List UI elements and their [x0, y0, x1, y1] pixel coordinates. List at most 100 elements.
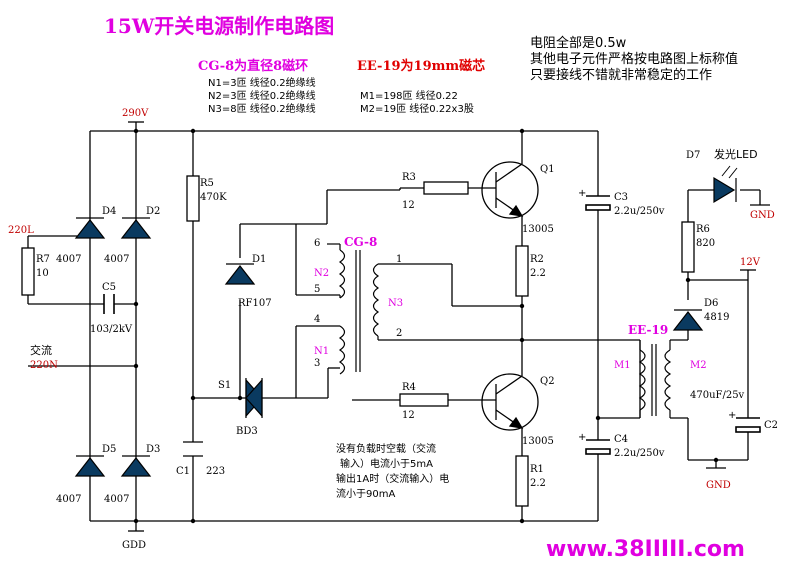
d3-value: 4007	[104, 494, 129, 505]
svg-text:+: +	[578, 432, 586, 443]
cg8-n2: N2	[314, 268, 329, 279]
cg8-pin1: 1	[396, 254, 402, 265]
c2-value: 470uF/25v	[690, 390, 745, 401]
cg8-pin6: 6	[314, 238, 320, 249]
c5-name: C5	[102, 282, 116, 293]
c1-name: C1	[176, 466, 190, 477]
d7-value: 发光LED	[714, 147, 758, 161]
remark-line-2: 输入）电流小于5mA	[340, 457, 433, 470]
r7-name: R7	[36, 254, 50, 265]
r4-value: 12	[402, 410, 415, 421]
r2-name: R2	[530, 254, 544, 265]
note-line-3: 只要接线不错就非常稳定的工作	[530, 67, 712, 83]
diode-d2	[120, 219, 152, 239]
diode-d7	[713, 176, 736, 204]
c3-value: 2.2u/250v	[614, 206, 665, 217]
r4-name: R4	[402, 382, 416, 393]
note-line-2: 其他电子元件严格按电路图上标称值	[530, 51, 738, 67]
rail-12v: 12V	[740, 257, 761, 268]
cg8-spec-heading: CG-8为直径8磁环	[198, 58, 308, 74]
d3-name: D3	[146, 444, 160, 455]
q2-value: 13005	[522, 436, 554, 447]
ee19-transformer	[638, 340, 672, 418]
d6-name: D6	[704, 298, 718, 309]
input-l-label: 220L	[8, 225, 34, 236]
diode-d1	[224, 265, 256, 285]
r6-value: 820	[696, 238, 715, 249]
d5-value: 4007	[56, 494, 81, 505]
rectifier-diodes	[74, 176, 737, 477]
r1-value: 2.2	[530, 478, 546, 489]
c3-name: C3	[614, 192, 628, 203]
diagram-title: 15W开关电源制作电路图	[104, 14, 334, 38]
diac-bd3	[245, 378, 263, 418]
s1-name: S1	[218, 380, 231, 391]
d6-value: 4819	[704, 312, 729, 323]
d4-name: D4	[102, 206, 116, 217]
ee19-m1: M1	[614, 360, 631, 371]
cg8-spec-n3: N3=8匝 线径0.2绝缘线	[208, 102, 316, 115]
r1-name: R1	[530, 464, 544, 475]
ee19-m2: M2	[690, 360, 707, 371]
q2-name: Q2	[540, 376, 555, 387]
bd3-name: BD3	[236, 426, 258, 437]
input-ac-label: 交流	[30, 343, 52, 357]
wires	[27, 121, 770, 532]
note-line-1: 电阻全部是0.5w	[530, 35, 627, 51]
cg8-pin4: 4	[314, 314, 320, 325]
remark-line-1: 没有负载时空载（交流	[336, 442, 436, 455]
rail-gdd: GDD	[122, 540, 146, 551]
r2-value: 2.2	[530, 268, 546, 279]
led-arrows	[721, 165, 738, 179]
r5-value: 470K	[200, 192, 227, 203]
resistor-r6	[681, 221, 695, 273]
rail-290v: 290V	[122, 108, 149, 119]
gnd-led: GND	[750, 210, 775, 221]
diode-d6	[672, 311, 704, 331]
r7-value: 10	[36, 268, 49, 279]
d1-value: RF107	[238, 298, 272, 309]
q1-name: Q1	[540, 164, 555, 175]
cg8-spec-n2: N2=3匝 线径0.2绝缘线	[208, 89, 316, 102]
resistors	[21, 175, 695, 507]
diode-d5	[74, 457, 106, 477]
cg8-n3: N3	[388, 298, 403, 309]
remark-line-4: 流小于90mA	[336, 487, 395, 500]
r3-name: R3	[402, 172, 416, 183]
transistor-q2	[481, 373, 539, 431]
ee19-spec-heading: EE-19为19mm磁芯	[357, 58, 485, 74]
resistor-r5	[186, 175, 200, 222]
cg8-name: CG-8	[344, 235, 377, 249]
r3-value: 12	[402, 200, 415, 211]
ee19-spec-m1: M1=198匝 线径0.22	[360, 89, 458, 102]
resistor-r1	[515, 455, 529, 507]
d2-name: D2	[146, 206, 160, 217]
diode-d3	[120, 457, 152, 477]
cg8-pin2: 2	[396, 328, 402, 339]
capacitors	[103, 195, 761, 455]
diode-d4	[74, 219, 106, 239]
input-ac-value: 220N	[30, 360, 58, 371]
cg8-spec-n1: N1=3匝 线径0.2绝缘线	[208, 76, 316, 89]
c2-name: C2	[764, 420, 778, 431]
d2-value: 4007	[104, 254, 129, 265]
cg8-pin5: 5	[314, 284, 320, 295]
r6-name: R6	[696, 224, 710, 235]
d5-name: D5	[102, 444, 116, 455]
cg8-pin3: 3	[314, 358, 320, 369]
resistor-r3	[423, 181, 469, 195]
d1-name: D1	[252, 254, 266, 265]
gnd-output: GND	[706, 480, 731, 491]
cg8-n1: N1	[314, 346, 329, 357]
c5-value: 103/2kV	[90, 324, 133, 335]
ee19-name: EE-19	[628, 323, 668, 337]
r5-name: R5	[200, 178, 214, 189]
svg-text:+: +	[728, 410, 736, 421]
ee19-spec-m2: M2=19匝 线径0.22x3股	[360, 102, 474, 115]
resistor-r2	[515, 245, 529, 297]
website-watermark: www.38IIIII.com	[546, 537, 745, 562]
capacitor-polarity-marks: + + +	[578, 188, 736, 443]
c4-name: C4	[614, 434, 628, 445]
transistor-q1	[481, 161, 539, 219]
